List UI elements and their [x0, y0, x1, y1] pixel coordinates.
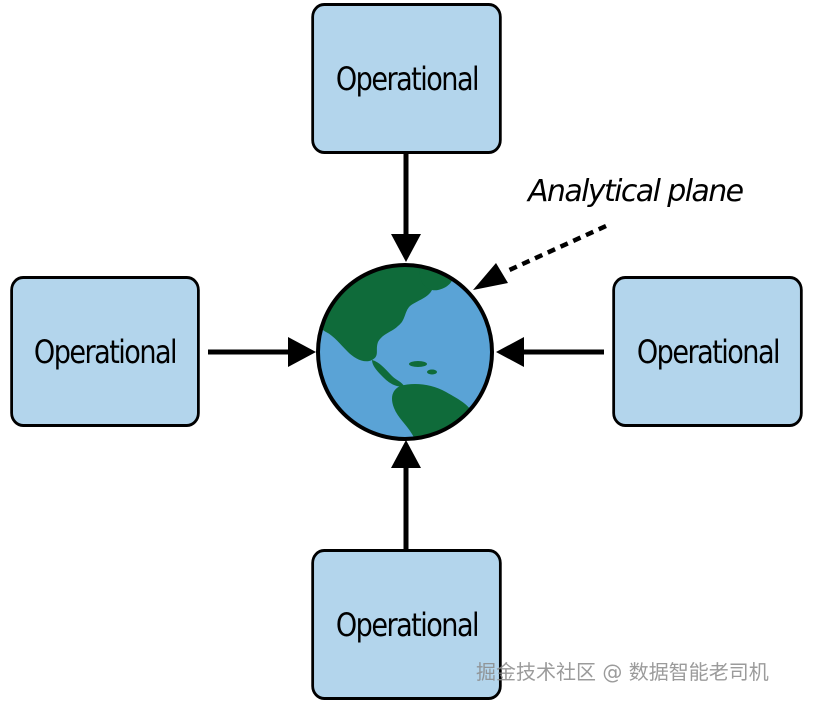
- operational-node-top: Operational: [311, 3, 502, 154]
- operational-node-left-label: Operational: [33, 332, 178, 371]
- arrow-top-to-center: [391, 154, 421, 262]
- arrow-right-to-center: [496, 337, 604, 367]
- watermark-text: 掘金技术社区 @ 数据智能老司机: [476, 660, 769, 684]
- operational-node-right-label: Operational: [636, 332, 780, 371]
- operational-node-right: Operational: [612, 276, 803, 427]
- globe-icon: [316, 263, 494, 441]
- analytical-plane-label: Analytical plane: [528, 174, 744, 209]
- operational-node-bottom-label: Operational: [335, 605, 479, 644]
- analytical-plane-pointer: [473, 223, 607, 290]
- operational-node-top-label: Operational: [335, 59, 479, 98]
- operational-node-bottom: Operational: [311, 549, 502, 700]
- operational-node-left: Operational: [10, 276, 200, 427]
- arrow-left-to-center: [208, 337, 316, 367]
- arrow-bottom-to-center: [391, 440, 421, 549]
